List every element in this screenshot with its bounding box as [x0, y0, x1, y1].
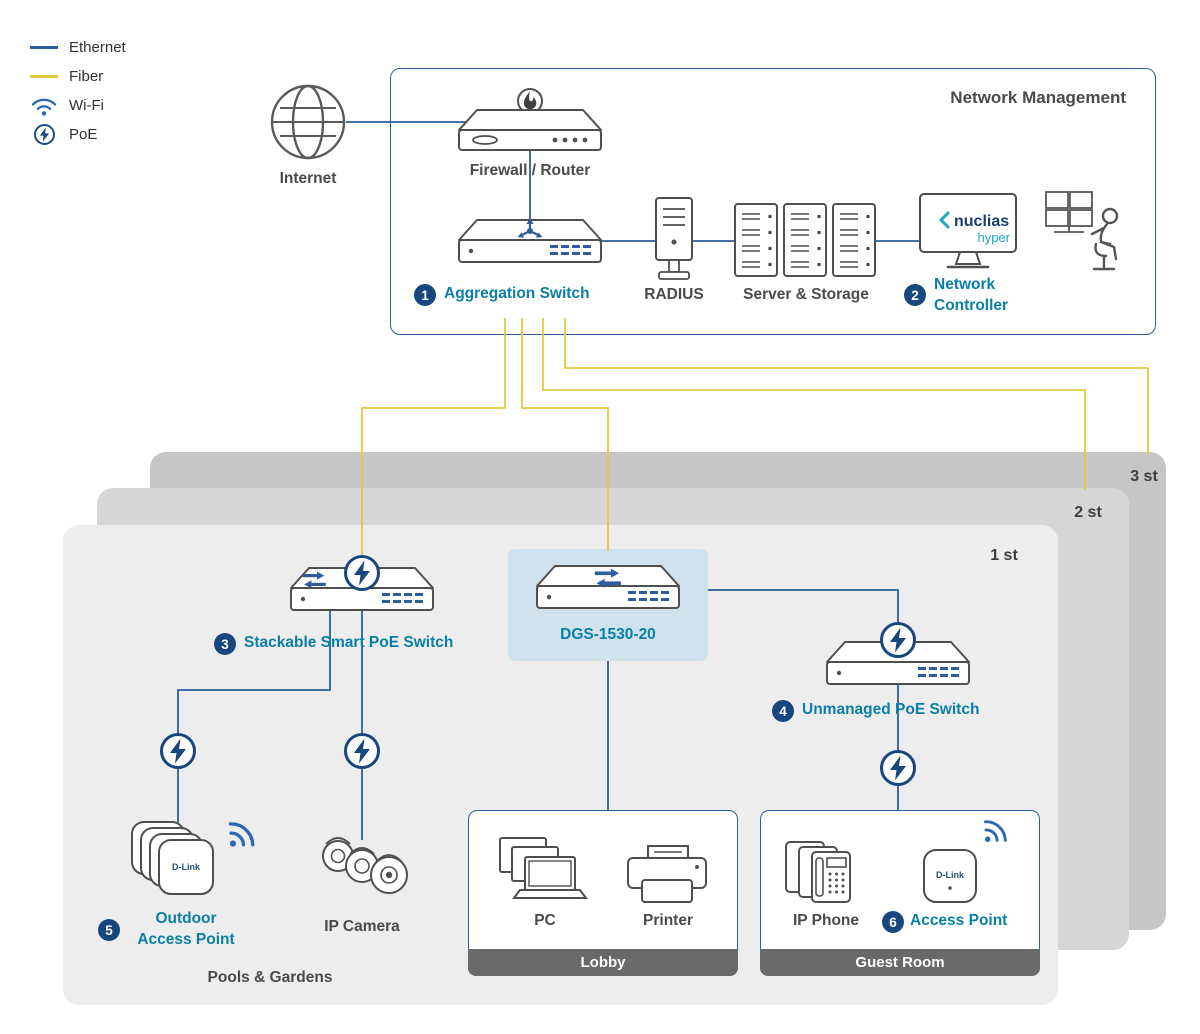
nuclias-brand-text: nuclias: [954, 213, 1009, 230]
poe-badge-guestroom-line-icon: [880, 750, 916, 786]
legend-row-wifi: Wi-Fi: [28, 91, 126, 120]
server-storage-icon: [734, 203, 876, 277]
outdoor-access-point-icon: D-Link: [131, 821, 214, 895]
legend-row-poe: PoE: [28, 120, 126, 149]
outdoor-ap-label: Outdoor Access Point: [124, 908, 248, 950]
firewall-router-icon: [458, 88, 602, 151]
fiber-aggregation-floor3: [564, 318, 1149, 454]
outdoor-ap-label-line1: Outdoor: [155, 910, 217, 927]
floor-3-label: 3 st: [1130, 468, 1158, 485]
aggregation-switch-icon: [458, 218, 602, 263]
network-controller-label-line1: Network: [934, 276, 996, 293]
floor-2-label: 2 st: [1074, 504, 1102, 521]
pc-icon: [499, 837, 588, 899]
pc-label: PC: [534, 912, 556, 929]
poe-icon: [28, 123, 60, 146]
ip-camera-icon: [322, 837, 408, 894]
step-1-badge: 1: [414, 284, 436, 306]
lobby-room-title: Lobby: [468, 949, 738, 976]
guest-ap-label: Access Point: [910, 912, 1008, 929]
wifi-icon: [28, 96, 60, 116]
network-management-title: Network Management: [950, 88, 1126, 107]
dgs-label: DGS-1530-20: [560, 626, 656, 643]
internet-label: Internet: [279, 170, 337, 187]
server-storage-label: Server & Storage: [743, 286, 869, 303]
dlink-logo-text: D-Link: [172, 862, 201, 872]
guest-room-title: Guest Room: [760, 949, 1040, 976]
aggregation-switch-label: Aggregation Switch: [444, 285, 590, 302]
step-2-badge: 2: [904, 284, 926, 306]
legend-wifi-label: Wi-Fi: [69, 97, 104, 114]
internet-globe-icon: [270, 84, 346, 160]
step-6-badge: 6: [882, 911, 904, 933]
poe-badge-unmanaged-icon: [880, 622, 916, 658]
ip-phone-icon: [785, 841, 851, 903]
poe-badge-outdoor-line-icon: [160, 733, 196, 769]
network-controller-label-line2: Controller: [934, 297, 1009, 314]
unmanaged-switch-label: Unmanaged PoE Switch: [802, 701, 980, 718]
guest-ap-wifi-icon: [983, 820, 1007, 842]
poe-badge-camera-line-icon: [344, 733, 380, 769]
legend-row-fiber: Fiber: [28, 62, 126, 91]
operator-workstation-icon: [1045, 191, 1119, 271]
ip-phone-label: IP Phone: [792, 912, 860, 929]
outdoor-ap-label-line2: Access Point: [137, 931, 235, 948]
access-point-icon: D-Link: [923, 849, 977, 903]
legend: Ethernet Fiber Wi-Fi: [28, 33, 126, 149]
poe-badge-stackable-icon: [344, 555, 380, 591]
legend-fiber-label: Fiber: [69, 68, 104, 85]
dlink-logo-text-2: D-Link: [936, 870, 965, 880]
step-5-badge: 5: [98, 919, 120, 941]
printer-label: Printer: [643, 912, 693, 929]
nuclias-sub-text: hyper: [977, 230, 1010, 245]
dgs-1530-20-icon: [536, 565, 680, 609]
firewall-router-label: Firewall / Router: [469, 162, 591, 179]
step-3-badge: 3: [214, 633, 236, 655]
printer-icon: [627, 845, 707, 903]
legend-ethernet-label: Ethernet: [69, 39, 126, 56]
radius-server-icon: [655, 197, 693, 280]
legend-row-ethernet: Ethernet: [28, 33, 126, 62]
unmanaged-poe-switch-icon: [826, 641, 970, 685]
fiber-line-swatch: [28, 75, 60, 78]
radius-label: RADIUS: [644, 286, 704, 303]
legend-poe-label: PoE: [69, 126, 98, 143]
pools-gardens-label: Pools & Gardens: [207, 969, 333, 986]
ethernet-line-swatch: [28, 46, 60, 49]
stackable-switch-label: Stackable Smart PoE Switch: [244, 634, 454, 651]
step-4-badge: 4: [772, 700, 794, 722]
network-controller-label: Network Controller: [934, 274, 1008, 316]
network-controller-monitor-icon: nuclias hyper: [919, 193, 1017, 269]
floor-1-label: 1 st: [990, 547, 1018, 564]
ip-camera-label: IP Camera: [324, 918, 400, 935]
